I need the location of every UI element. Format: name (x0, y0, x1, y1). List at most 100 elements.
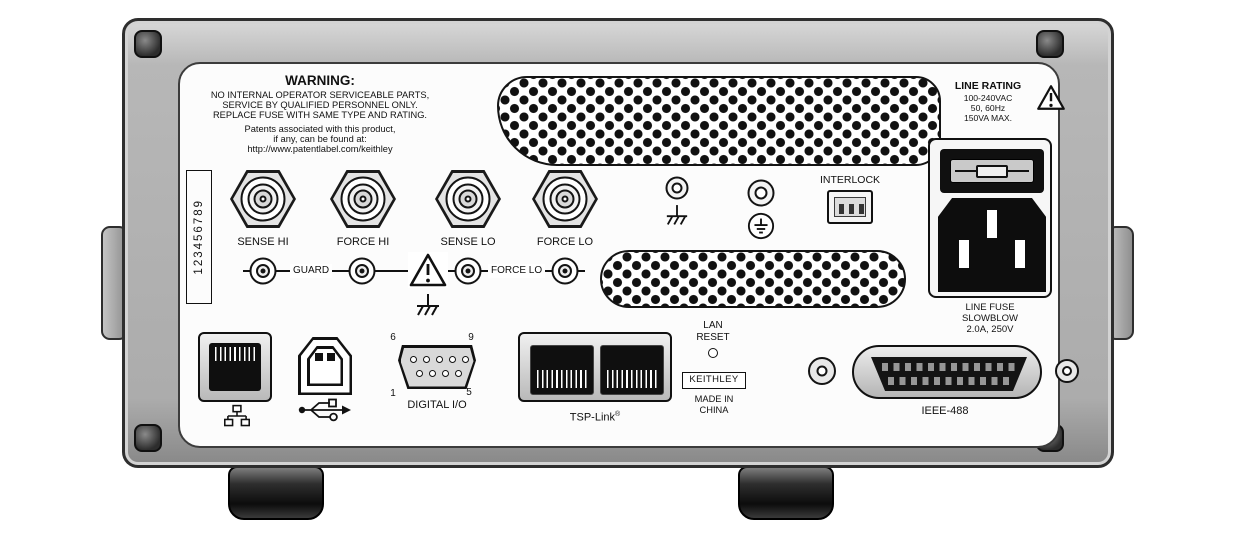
db9-face (400, 347, 474, 387)
bnc-connector-force-lo (532, 170, 598, 228)
patent-line: Patents associated with this product, (244, 124, 396, 134)
lan-network-icon (223, 404, 251, 428)
db9-pin-number: 1 (390, 388, 396, 399)
screw-ring (816, 365, 828, 377)
line-fuse-line: SLOWBLOW (962, 313, 1018, 324)
post-center (465, 268, 471, 274)
db9-pin-number: 6 (390, 332, 396, 343)
binding-post-guard-2 (347, 256, 377, 286)
serial-number: 123456789 (193, 199, 205, 275)
bnc-connector-sense-hi (230, 170, 296, 228)
power-entry-module (928, 138, 1052, 298)
interlock-pin (839, 204, 844, 214)
bnc-connector-force-hi (330, 170, 396, 228)
usb-b-port (298, 337, 352, 395)
gpib-socket (871, 357, 1027, 391)
tsp-link-port-2 (600, 345, 664, 395)
post-center (359, 268, 365, 274)
ac-inlet (938, 198, 1046, 292)
gpib-jack-screw-right (1054, 358, 1080, 384)
warning-triangle-icon (408, 252, 448, 288)
force-lo-label: FORCE LO (488, 264, 546, 278)
gpib-pin-row (882, 363, 1016, 371)
corner-screw-bottom-left (134, 424, 162, 452)
tsp-link-text: TSP-Link (569, 411, 616, 424)
made-in-line: MADE IN (694, 394, 734, 404)
usb-icon (296, 398, 354, 422)
guard-label: GUARD (290, 264, 333, 278)
binding-post-force-lo-2 (550, 256, 580, 286)
stud-ring (671, 182, 683, 194)
db9-pin (410, 356, 417, 363)
screw-ring (808, 357, 836, 385)
line-fuse-line: 2.0A, 250V (966, 324, 1014, 335)
binding-post-guard-1 (248, 256, 278, 286)
warning-line: NO INTERNAL OPERATOR SERVICEABLE PARTS, (210, 90, 430, 100)
corner-screw-top-right (1036, 30, 1064, 58)
fuse-icon (976, 164, 1008, 178)
ac-inlet-slot-right (1015, 240, 1025, 268)
interlock-connector (827, 190, 873, 224)
line-fuse-line: LINE FUSE (965, 302, 1015, 313)
db9-pin (423, 356, 430, 363)
db9-pin (449, 356, 456, 363)
vent-grille-bottom (600, 250, 906, 308)
gpib-jack-screw-left (807, 356, 837, 386)
ac-inlet-slot-center (987, 210, 997, 238)
post-center (260, 268, 266, 274)
bnc-label-force-hi: FORCE HI (336, 236, 390, 248)
line-rating-line: 100-240VAC (963, 93, 1013, 103)
bnc-center (259, 195, 267, 203)
rj45-jack (209, 343, 261, 391)
ethernet-port (198, 332, 272, 402)
fuse-drawer (950, 159, 1034, 183)
foot-right (738, 466, 834, 520)
line-rating-title: LINE RATING (954, 80, 1022, 92)
warning-line: REPLACE FUSE WITH SAME TYPE AND RATING. (212, 110, 428, 120)
foot-left (228, 466, 324, 520)
usb-contact (315, 353, 323, 361)
db9-pin-number: 5 (466, 387, 472, 398)
screw-ring (1062, 366, 1072, 376)
db9-pin (442, 370, 449, 377)
tsp-link-port-group (518, 332, 672, 402)
made-in-line: CHINA (699, 405, 729, 415)
bnc-label-sense-lo: SENSE LO (440, 236, 496, 248)
chassis-ground-icon (665, 205, 689, 231)
digital-io-label: DIGITAL I/O (407, 399, 467, 411)
binding-post-force-lo-1 (453, 256, 483, 286)
bnc-center (561, 195, 569, 203)
ieee-488-label: IEEE-488 (921, 405, 969, 417)
interlock-label: INTERLOCK (819, 174, 881, 186)
usb-socket (309, 348, 341, 384)
usb-contact (327, 353, 335, 361)
db9-pin (455, 370, 462, 377)
interlock-pin (859, 204, 864, 214)
db9-pin (436, 356, 443, 363)
db9-pin-number: 9 (468, 332, 474, 343)
warning-triangle-icon (1036, 84, 1066, 111)
warning-title: WARNING: (285, 73, 355, 88)
lan-reset-label-2: RESET (696, 332, 730, 343)
db9-pin (462, 356, 469, 363)
bnc-center (359, 195, 367, 203)
lan-reset-label-1: LAN (703, 320, 723, 331)
rj45-pins (607, 370, 657, 388)
ac-inlet-slot-left (959, 240, 969, 268)
db9-pin (416, 370, 423, 377)
chassis-ground-icon (415, 294, 441, 322)
protective-earth-icon (747, 212, 775, 240)
corner-screw-top-left (134, 30, 162, 58)
post-center (562, 268, 568, 274)
gpib-connector (852, 345, 1042, 399)
registered-mark: ® (615, 411, 621, 418)
rj45-pins (215, 347, 255, 361)
rj45-pins (537, 370, 587, 388)
db9-connector (398, 345, 476, 389)
lan-reset-hole (708, 348, 718, 358)
bnc-connector-sense-lo (435, 170, 501, 228)
bnc-center (464, 195, 472, 203)
line-rating-line: 50, 60Hz (970, 103, 1006, 113)
db9-pin (429, 370, 436, 377)
